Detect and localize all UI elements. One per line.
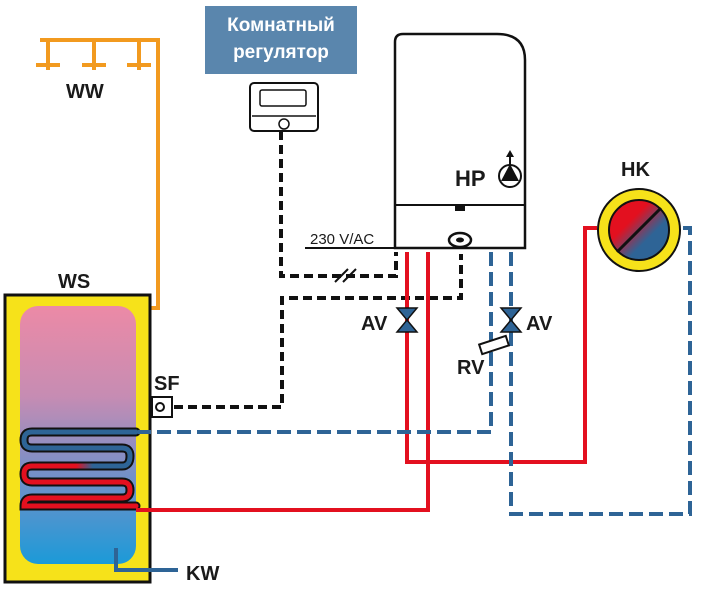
check-valve-rv [477, 334, 511, 356]
boiler-control-knob [447, 231, 473, 249]
cable-break-mark [334, 268, 357, 283]
control-wiring [174, 131, 463, 409]
room-controller-label-line2: регулятор [233, 42, 329, 63]
ww-label: WW [66, 81, 104, 103]
shutoff-valve-left [395, 307, 419, 333]
rv-label: RV [457, 357, 485, 379]
kw-label: KW [186, 563, 219, 585]
pump-icon [498, 150, 522, 188]
tank-sensor-sf [151, 396, 173, 418]
av-left-label: AV [361, 313, 388, 335]
sf-label: SF [154, 373, 180, 395]
room-controller-device [249, 82, 319, 132]
boiler-unit [393, 32, 527, 250]
shutoff-valve-right [499, 307, 523, 333]
hk-label: HK [621, 159, 650, 181]
return-pipes [138, 226, 692, 516]
voltage-label: 230 V/AC [310, 231, 374, 248]
room-controller-label-box [205, 6, 357, 74]
room-controller-label-line1: Комнатный [227, 15, 335, 36]
heating-flow-pipes [136, 226, 597, 512]
heating-circuit-radiator [597, 188, 681, 272]
av-right-label: AV [526, 313, 553, 335]
tank-coil-colored [21, 429, 139, 509]
cold-water-inlet-pipe [114, 548, 178, 572]
ws-label: WS [58, 271, 90, 293]
tank-sensor-dot [155, 402, 165, 412]
hp-label: HP [455, 166, 486, 191]
